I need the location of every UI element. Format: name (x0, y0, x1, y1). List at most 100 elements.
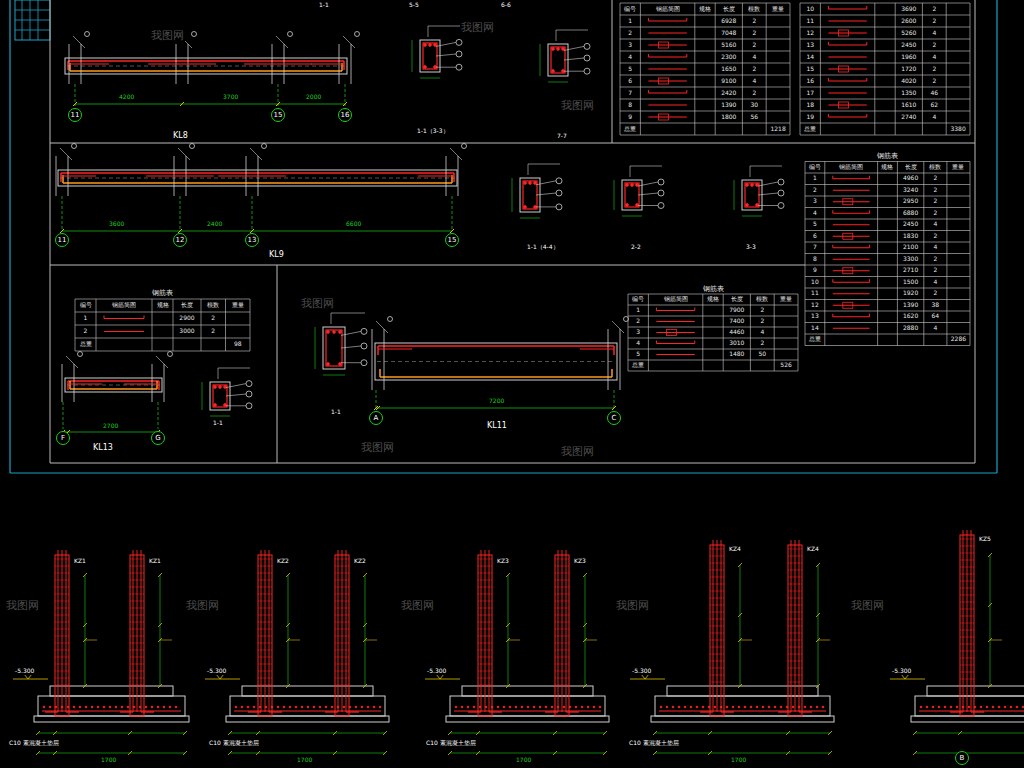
column-rebar (545, 711, 558, 712)
column-tie (55, 580, 69, 581)
table-line (715, 3, 716, 135)
table-line (173, 299, 174, 351)
table-line (75, 299, 250, 300)
column-tie (130, 587, 144, 588)
rebar-dot (563, 706, 565, 708)
dimension-tick (583, 684, 587, 688)
dimension-line (622, 216, 642, 217)
table-cell: 1 (76, 315, 95, 322)
rebar-sketch (833, 282, 870, 283)
dimension-line (376, 408, 614, 409)
drawing-label: KZ2 (353, 558, 367, 565)
dimension-line (655, 733, 830, 734)
table-cell: 4 (743, 54, 765, 61)
column-tie (788, 549, 802, 550)
rebar-sketch (833, 178, 870, 179)
rebar-dot (998, 706, 1000, 708)
frame-border (10, 472, 997, 473)
table-cell: 56 (743, 114, 765, 121)
rebar-sketch (833, 236, 870, 237)
rebar-sketch (843, 268, 853, 274)
rebar-dot (920, 706, 922, 708)
bottom-rebar (70, 388, 157, 390)
table-cell: 17 (801, 90, 819, 97)
table-cell: 2 (925, 187, 946, 194)
level-line (13, 679, 48, 680)
dimension-line (740, 640, 752, 641)
table-cell: 1720 (896, 66, 921, 73)
rebar-dot (539, 706, 541, 708)
rebar-dot (992, 706, 994, 708)
column-stub (608, 329, 609, 390)
rebar-dot (373, 706, 375, 708)
column-tie (478, 615, 492, 616)
column-rebar (120, 711, 133, 712)
callout-circle (262, 144, 267, 149)
rebar-sketch (869, 210, 870, 213)
column-stub (62, 364, 63, 402)
axis-line (158, 402, 159, 429)
rebar-dot (631, 184, 634, 187)
column-tie (335, 664, 349, 665)
table-line (805, 173, 970, 174)
table-cell: 2 (923, 66, 945, 73)
axis-number: 15 (448, 237, 457, 244)
beam-outline (65, 378, 162, 392)
column-tie (555, 622, 569, 623)
dimension-line (915, 733, 1024, 734)
table-line (922, 3, 923, 135)
table-cell: 2286 (948, 336, 969, 343)
column-rebar (971, 530, 972, 712)
rebar-dot (587, 706, 589, 708)
dimension-tick (612, 406, 616, 410)
dimension-tick (73, 102, 77, 106)
table-cell: 11 (806, 290, 824, 297)
table-cell: 50 (751, 351, 773, 358)
rebar-sketch (833, 293, 870, 294)
table-line (800, 87, 970, 88)
dimension-line (230, 733, 385, 734)
footing-step (50, 686, 173, 696)
table-line (800, 27, 970, 28)
rebar-dot (339, 363, 342, 366)
column-tie (258, 601, 272, 602)
rebar-dot (810, 706, 812, 708)
watermark: 我图网 (5, 600, 40, 613)
leader-line (556, 30, 588, 31)
rebar-dot (301, 706, 303, 708)
rebar-dot (926, 706, 928, 708)
table-line (620, 111, 790, 112)
table-line (877, 162, 878, 346)
table-line (946, 162, 947, 346)
table-line (628, 294, 798, 295)
column-tie (788, 647, 802, 648)
rebar-sketch (828, 45, 866, 46)
rebar-dot (751, 184, 754, 187)
table-cell: 4 (925, 325, 946, 332)
column-tie (478, 573, 492, 574)
column-tie (960, 553, 974, 554)
waist-rebar (377, 361, 615, 362)
column-tie (335, 573, 349, 574)
table-line (805, 196, 970, 197)
axis-bubble: G (151, 431, 165, 445)
column-rebar (481, 550, 482, 712)
panel-line (975, 0, 976, 463)
rebar-dot (552, 48, 555, 51)
dimension-tick (53, 751, 57, 755)
dimension-tick (708, 731, 712, 735)
support-rebar (418, 176, 454, 177)
column-tie (55, 629, 69, 630)
column-rebar (45, 711, 58, 712)
column-tie (710, 682, 724, 683)
dimension-tick (183, 751, 187, 755)
table-cell: 4 (923, 54, 945, 61)
title-strip (15, 0, 50, 40)
leader-line (60, 148, 72, 160)
column-stub (458, 156, 459, 196)
rebar-dot (822, 706, 824, 708)
column-tie (710, 549, 724, 550)
rebar-dot (816, 706, 818, 708)
beam-outline (65, 58, 347, 74)
dimension-tick (36, 731, 40, 735)
